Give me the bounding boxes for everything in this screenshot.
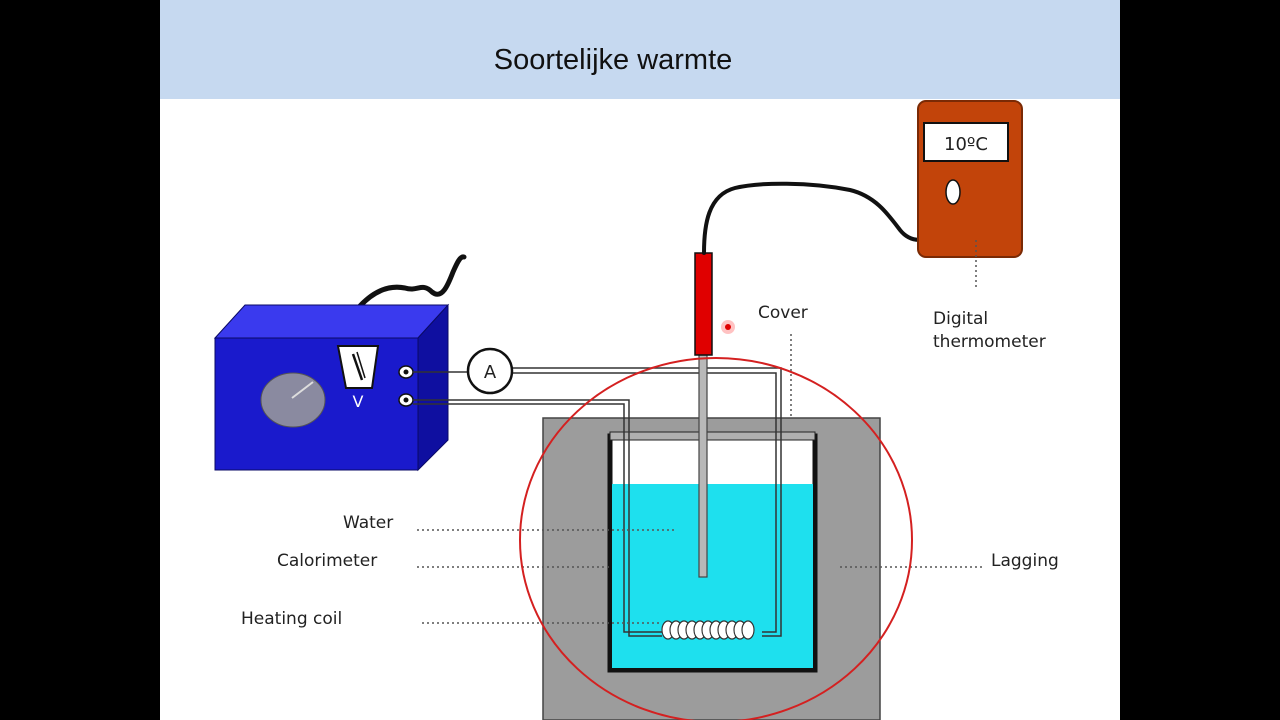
heating-coil: [661, 620, 755, 640]
thermometer-button: [945, 179, 961, 205]
power-supply: V: [213, 303, 450, 472]
thermometer-probe: [694, 252, 713, 578]
label-lagging: Lagging: [991, 551, 1059, 571]
calorimeter-diagram: V: [213, 100, 1059, 720]
ammeter-symbol: A: [484, 362, 497, 383]
thermometer-display: [923, 122, 1009, 162]
probe-cable: [702, 181, 940, 255]
leader-lines: [417, 240, 983, 624]
cover: [609, 431, 816, 441]
highlight-circle: [519, 357, 913, 720]
water: [612, 484, 813, 668]
power-cable: [357, 254, 467, 309]
voltmeter-symbol: V: [353, 392, 364, 411]
title-bar: [160, 0, 1120, 99]
dial-knob: [260, 372, 326, 428]
label-thermometer: thermometer: [933, 332, 1046, 352]
label-calorimeter: Calorimeter: [277, 551, 377, 571]
slide-title: Soortelijke warmte: [493, 44, 733, 76]
digital-thermometer: 10ºC: [917, 100, 1023, 258]
label-cover: Cover: [758, 303, 808, 323]
circuit-wires: [413, 367, 782, 637]
thermometer-reading: 10ºC: [944, 134, 988, 155]
label-heating-coil: Heating coil: [241, 609, 342, 629]
slide: Soortelijke warmte V: [160, 0, 1120, 720]
ammeter: A: [466, 347, 514, 395]
pointer-dot: [721, 320, 735, 334]
label-digital: Digital: [933, 309, 988, 329]
label-water: Water: [343, 513, 393, 533]
